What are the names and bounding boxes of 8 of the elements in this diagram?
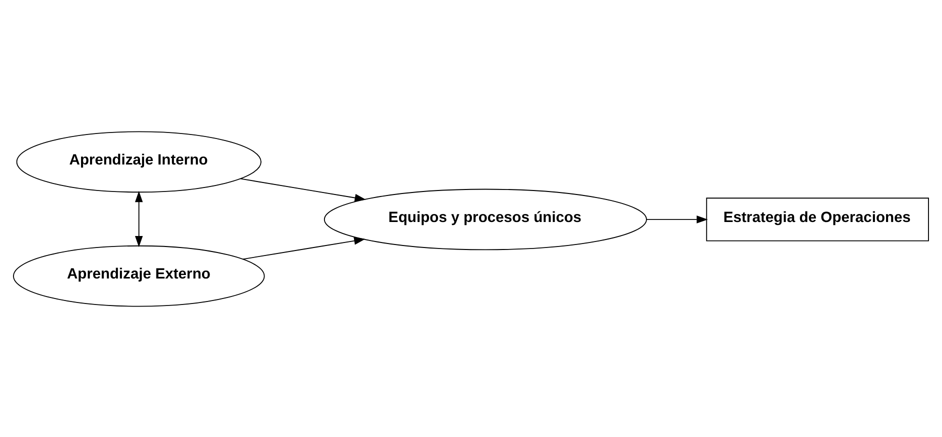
arrow xyxy=(242,236,366,260)
node-ellipse: Aprendizaje Interno xyxy=(16,130,262,192)
arrow xyxy=(135,190,143,247)
node-ellipse: Aprendizaje Externo xyxy=(13,244,265,306)
node-box: Estrategia de Operaciones xyxy=(706,197,929,241)
node-ellipse: Equipos y procesos únicos xyxy=(324,188,647,250)
arrow xyxy=(646,215,708,223)
arrow xyxy=(240,178,366,202)
